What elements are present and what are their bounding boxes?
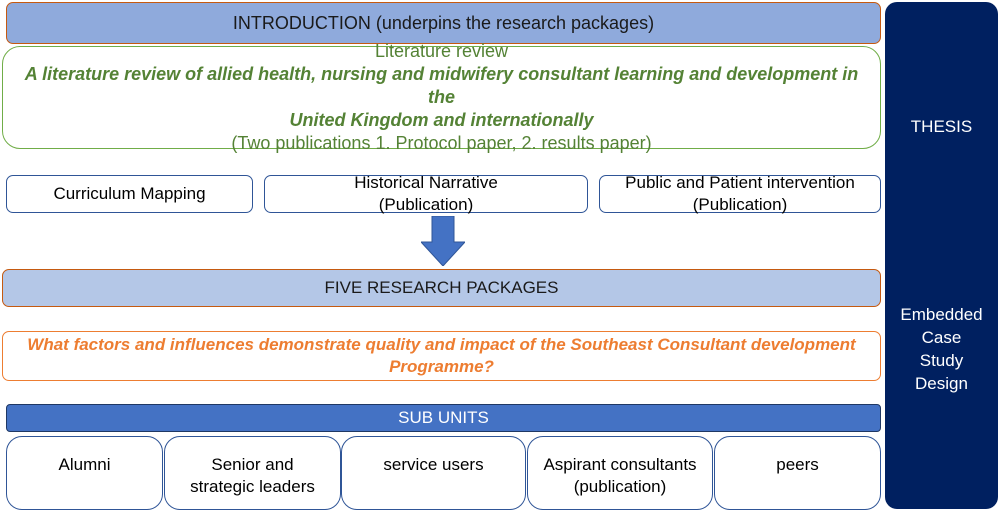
- sub-unit-label-line2: strategic leaders: [190, 477, 315, 496]
- sub-unit-label: service users: [383, 455, 484, 474]
- literature-review-box: Literature review A literature review of…: [2, 41, 881, 153]
- method-label: Historical Narrative: [354, 173, 498, 192]
- literature-review-note: (Two publications 1. Protocol paper, 2. …: [231, 133, 652, 153]
- down-arrow-icon: [421, 216, 465, 266]
- sub-unit-aspirant-consultants: Aspirant consultants (publication): [527, 436, 713, 510]
- method-label: Public and Patient intervention: [625, 173, 855, 192]
- sub-unit-senior-strategic-leaders: Senior and strategic leaders: [164, 436, 341, 510]
- sub-unit-label: Alumni: [58, 455, 111, 474]
- thesis-label: THESIS: [910, 117, 973, 136]
- sub-unit-label: peers: [776, 455, 819, 474]
- introduction-box: INTRODUCTION (underpins the research pac…: [6, 2, 881, 44]
- embedded-case-study-design-label: Embedded Case Study Design: [885, 303, 998, 395]
- research-packages-box: FIVE RESEARCH PACKAGES: [2, 269, 881, 307]
- design-line: Embedded: [900, 305, 983, 324]
- research-question-line2: Programme?: [389, 357, 494, 376]
- sub-unit-peers: peers: [714, 436, 881, 510]
- sub-unit-label-line2: (publication): [573, 477, 667, 496]
- literature-review-title-line1: A literature review of allied health, nu…: [24, 64, 859, 107]
- sub-unit-service-users: service users: [341, 436, 526, 510]
- sub-units-label: SUB UNITS: [398, 408, 489, 427]
- research-question-box: What factors and influences demonstrate …: [2, 331, 881, 381]
- sub-unit-alumni: Alumni: [6, 436, 163, 510]
- research-question-line1: What factors and influences demonstrate …: [27, 335, 856, 354]
- method-box-curriculum-mapping: Curriculum Mapping: [6, 175, 253, 213]
- method-label: Curriculum Mapping: [53, 184, 206, 203]
- method-sublabel: (Publication): [378, 195, 474, 214]
- method-box-historical-narrative: Historical Narrative (Publication): [264, 173, 588, 214]
- method-sublabel: (Publication): [692, 195, 788, 214]
- sub-units-header: SUB UNITS: [6, 404, 881, 432]
- thesis-sidebar: [885, 2, 998, 509]
- literature-review-title-line2: United Kingdom and internationally: [289, 110, 594, 130]
- design-line: Design: [915, 374, 968, 393]
- design-line: Case: [921, 328, 962, 347]
- literature-review-heading: Literature review: [374, 41, 509, 61]
- research-packages-label: FIVE RESEARCH PACKAGES: [324, 278, 559, 297]
- design-line: Study: [919, 351, 964, 370]
- sub-unit-label: Aspirant consultants: [543, 455, 697, 474]
- sub-unit-label: Senior and: [211, 455, 294, 474]
- introduction-label: INTRODUCTION (underpins the research pac…: [232, 12, 655, 33]
- method-box-public-patient-intervention: Public and Patient intervention (Publica…: [599, 173, 881, 214]
